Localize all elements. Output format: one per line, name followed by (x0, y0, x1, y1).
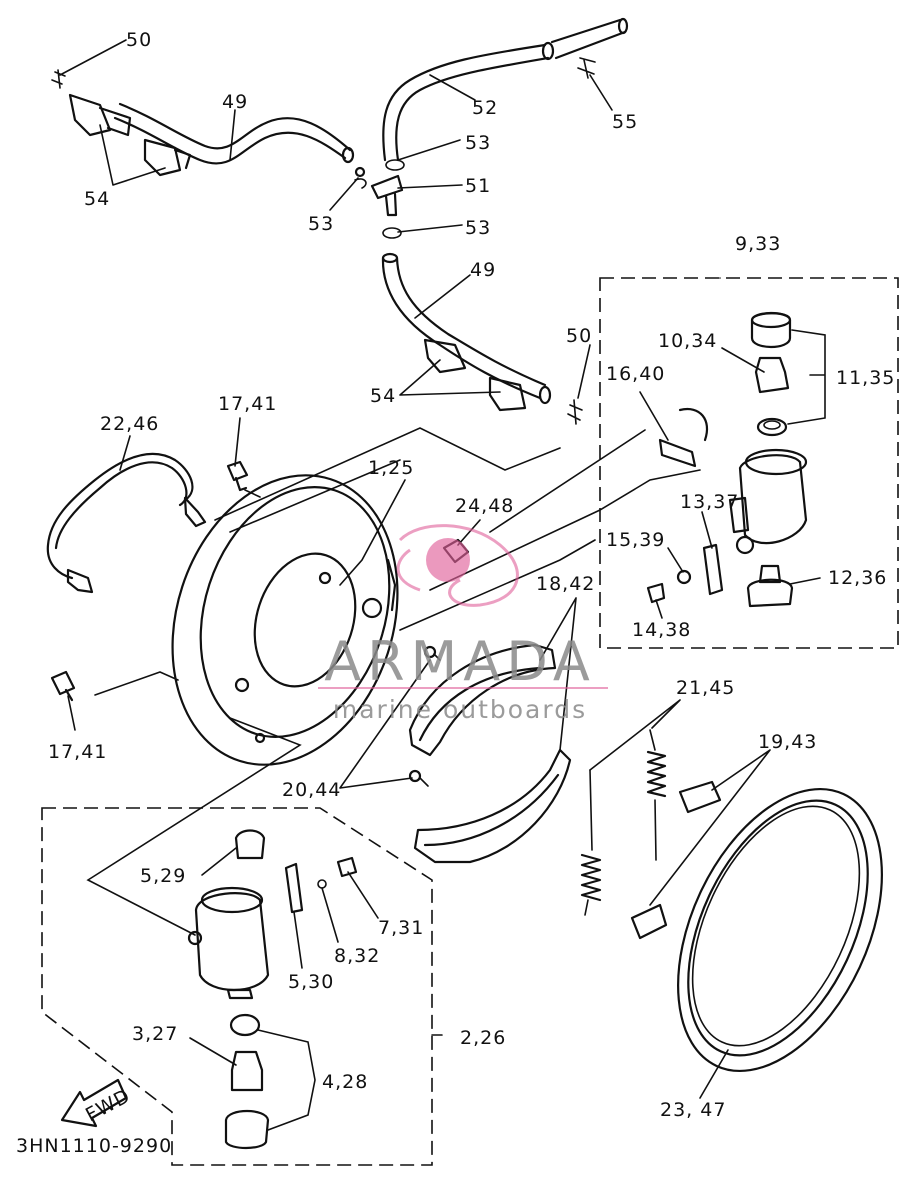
label-4-28: 4,28 (322, 1071, 368, 1093)
hose-52 (382, 41, 555, 162)
brake-hose-22 (46, 452, 207, 594)
clip-55 (577, 57, 596, 79)
label-3-27: 3,27 (132, 1023, 178, 1045)
label-13-37: 13,37 (680, 491, 739, 513)
bolt-17-lower (50, 670, 76, 702)
label-52: 52 (472, 97, 498, 119)
screw-14 (646, 582, 666, 604)
label-1-25: 1,25 (368, 457, 414, 479)
leader-lines (59, 39, 826, 1131)
brake-drum-23 (677, 787, 883, 1073)
tee-fitting-51 (354, 166, 404, 217)
master-cylinder-assembly (728, 448, 808, 555)
label-24-48: 24,48 (455, 495, 514, 517)
valve-12 (746, 564, 794, 608)
watermark-tagline: marine outboards (333, 695, 587, 724)
label-50-lower: 50 (566, 325, 592, 347)
plug-10 (754, 356, 790, 394)
piston-3 (230, 1050, 264, 1092)
clip-8 (317, 879, 327, 889)
brake-backing-plate (171, 474, 399, 766)
label-5-29: 5,29 (140, 865, 186, 887)
clip-50-lower (567, 399, 583, 425)
label-19-43: 19,43 (758, 731, 817, 753)
clip-50-upper (51, 69, 66, 89)
armada-watermark: ARMADA marine outboards (318, 524, 608, 724)
label-16-40: 16,40 (606, 363, 665, 385)
pin-20-a (423, 645, 441, 661)
fwd-arrow: FWD (60, 1078, 134, 1128)
label-53-b: 53 (308, 213, 334, 235)
watermark-brand: ARMADA (324, 630, 596, 693)
clip-5 (284, 862, 304, 914)
label-15-39: 15,39 (606, 529, 665, 551)
switch-16 (658, 407, 708, 468)
label-49-upper: 49 (222, 91, 248, 113)
label-9-33: 9,33 (735, 233, 781, 255)
brake-shoe-lower (413, 748, 572, 864)
assembly-lines (86, 427, 701, 936)
hose-49-lower (381, 252, 552, 405)
label-11-35: 11,35 (836, 367, 895, 389)
label-18-42: 18,42 (536, 573, 595, 595)
wheel-cylinder-2 (187, 886, 270, 1000)
spring-21-b (646, 729, 667, 861)
screw-7 (336, 856, 358, 878)
pin-20-b (408, 769, 429, 787)
label-5-30: 5,30 (288, 971, 334, 993)
label-23-47: 23, 47 (660, 1099, 726, 1121)
clip-53-rings (354, 159, 405, 239)
spring-21-a (580, 769, 602, 916)
label-51: 51 (465, 175, 491, 197)
label-54-lower: 54 (370, 385, 396, 407)
label-8-32: 8,32 (334, 945, 380, 967)
label-53-a: 53 (465, 132, 491, 154)
label-2-26: 2,26 (460, 1027, 506, 1049)
label-54-upper: 54 (84, 188, 110, 210)
brake-shoe-upper (408, 643, 557, 757)
label-50-upper: 50 (126, 29, 152, 51)
cup-4-bottom (224, 1109, 270, 1150)
seal-11 (756, 417, 788, 437)
label-17-41-upper: 17,41 (218, 393, 277, 415)
watermark-logo-icon (396, 524, 519, 607)
group-box-2 (41, 807, 433, 1166)
label-12-36: 12,36 (828, 567, 887, 589)
cap-11 (750, 311, 792, 349)
pad-19-lower (630, 903, 668, 940)
valve-5 (234, 829, 266, 860)
label-55: 55 (612, 111, 638, 133)
tee-joint-54-upper (68, 93, 192, 177)
bolt-17-upper (226, 460, 249, 492)
label-20-44: 20,44 (282, 779, 341, 801)
nut-15 (676, 569, 692, 585)
seal-4-top (229, 1013, 261, 1037)
group-box-9 (599, 277, 899, 649)
bracket-13 (702, 543, 724, 596)
label-22-46: 22,46 (100, 413, 159, 435)
label-49-lower: 49 (470, 259, 496, 281)
hose-49-upper (113, 102, 355, 165)
label-53-c: 53 (465, 217, 491, 239)
label-7-31: 7,31 (378, 917, 424, 939)
label-14-38: 14,38 (632, 619, 691, 641)
label-21-45: 21,45 (676, 677, 735, 699)
fwd-label: FWD (82, 1085, 134, 1127)
label-17-41-lower: 17,41 (48, 741, 107, 763)
hose-55-segment (550, 17, 629, 60)
label-10-34: 10,34 (658, 330, 717, 352)
pad-19-upper (678, 780, 722, 814)
part-labels: 50 49 54 52 55 53 51 53 53 49 9,33 50 10… (48, 29, 895, 1121)
diagram-code: 3HN1110-9290 (16, 1135, 172, 1157)
